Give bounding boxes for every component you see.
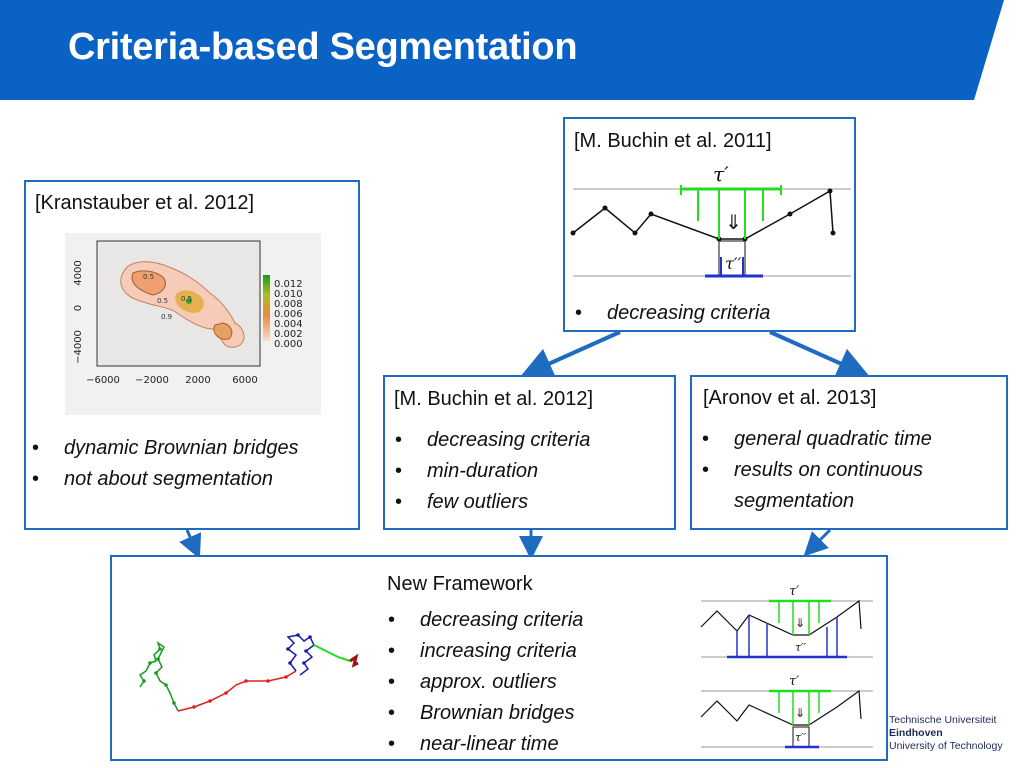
arrow-kranstauber-to-framework [179, 529, 202, 559]
arrow-aronov-to-framework [803, 528, 832, 557]
svg-text:0.002: 0.002 [274, 329, 303, 340]
svg-text:−2000: −2000 [135, 375, 169, 386]
bullets-buchin-2012: decreasing criteria min-duration few out… [391, 425, 590, 518]
bullets-framework: decreasing criteria increasing criteria … [384, 605, 583, 760]
framework-diagram-top: τ′ τ′′ ⇓ [700, 584, 873, 659]
bullet-item: results on continuous segmentation [698, 455, 1003, 517]
svg-text:τ′′: τ′′ [795, 641, 807, 654]
svg-text:0.008: 0.008 [274, 299, 303, 310]
svg-text:0.5: 0.5 [143, 273, 154, 281]
down-arrow-label: ⇓ [725, 210, 742, 234]
trajectory-plot [138, 633, 359, 712]
box-aronov-2013: [Aronov et al. 2013] general quadratic t… [690, 375, 1008, 530]
svg-text:−6000: −6000 [86, 375, 120, 386]
bullet-item: min-duration [391, 456, 590, 487]
bullet-item: approx. outliers [384, 667, 583, 698]
header-background [0, 0, 1024, 100]
bullet-item: Brownian bridges [384, 698, 583, 729]
tau-double-prime-label: τ′′ [725, 254, 741, 273]
bullet-item: general quadratic time [698, 424, 1003, 455]
bullet-item: few outliers [391, 487, 590, 518]
svg-text:−4000: −4000 [73, 330, 84, 364]
bullets-aronov: general quadratic time results on contin… [698, 424, 1003, 517]
svg-text:0.9: 0.9 [161, 313, 172, 321]
bullet-item: not about segmentation [28, 464, 358, 495]
svg-text:6000: 6000 [232, 375, 257, 386]
framework-heading: New Framework [387, 573, 533, 595]
svg-text:0.000: 0.000 [274, 339, 303, 350]
brownian-bridge-heatmap: 0.5 0.5 0.5 0.9 0.012 0.010 0.008 0.006 … [65, 233, 321, 415]
logo-line-2: Eindhoven [889, 727, 943, 739]
header-banner: Criteria-based Segmentation [0, 0, 1024, 100]
logo-line-3: University of Technology [889, 740, 1003, 752]
citation-buchin-2011: [M. Buchin et al. 2011] [574, 130, 772, 152]
svg-text:4000: 4000 [73, 260, 84, 285]
bullet-item: increasing criteria [384, 636, 583, 667]
citation-buchin-2012: [M. Buchin et al. 2012] [394, 388, 594, 410]
svg-text:0.004: 0.004 [274, 319, 303, 330]
svg-text:0.5: 0.5 [157, 297, 168, 305]
bullet-item: decreasing criteria [391, 425, 590, 456]
slide-title: Criteria-based Segmentation [68, 26, 578, 68]
citation-kranstauber-2012: [Kranstauber et al. 2012] [35, 192, 255, 214]
svg-text:0.5: 0.5 [181, 295, 192, 303]
tau-prime-label: τ′ [713, 162, 729, 186]
svg-text:0.012: 0.012 [274, 279, 303, 290]
svg-text:⇓: ⇓ [795, 616, 805, 630]
bullet-item: decreasing criteria [384, 605, 583, 636]
arrow-2011-to-aronov [769, 330, 870, 379]
bullet-item: dynamic Brownian bridges [28, 433, 358, 464]
bullet-item: near-linear time [384, 729, 583, 760]
svg-text:τ′′: τ′′ [795, 731, 807, 744]
segmentation-diagram: τ′ τ′′ ⇓ [570, 162, 851, 278]
svg-text:τ′: τ′ [789, 674, 799, 689]
svg-text:0: 0 [73, 305, 84, 311]
svg-text:0.010: 0.010 [274, 289, 303, 300]
arrow-2011-to-2012 [520, 330, 621, 379]
box-buchin-2012: [M. Buchin et al. 2012] decreasing crite… [383, 375, 676, 530]
svg-text:τ′: τ′ [789, 584, 799, 599]
box-buchin-2011: [M. Buchin et al. 2011] τ′ τ′′ ⇓ decreas… [563, 117, 856, 332]
citation-aronov-2013: [Aronov et al. 2013] [703, 387, 877, 409]
svg-text:⇓: ⇓ [795, 706, 805, 720]
svg-text:0.006: 0.006 [274, 309, 303, 320]
box-kranstauber-2012: [Kranstauber et al. 2012] 0.5 0.5 0.5 0.… [24, 180, 360, 530]
framework-diagram-bottom: τ′ τ′′ ⇓ [700, 674, 873, 749]
bullets-buchin-2011: decreasing criteria [571, 298, 770, 329]
bullet-item: decreasing criteria [571, 298, 770, 329]
logo-line-1: Technische Universiteit [889, 714, 997, 726]
box-new-framework: New Framework decreasing criteria increa… [110, 555, 888, 761]
bullets-kranstauber: dynamic Brownian bridges not about segme… [28, 433, 358, 495]
svg-text:2000: 2000 [185, 375, 210, 386]
tue-logo: Technische Universiteit Eindhoven Univer… [889, 714, 1003, 753]
